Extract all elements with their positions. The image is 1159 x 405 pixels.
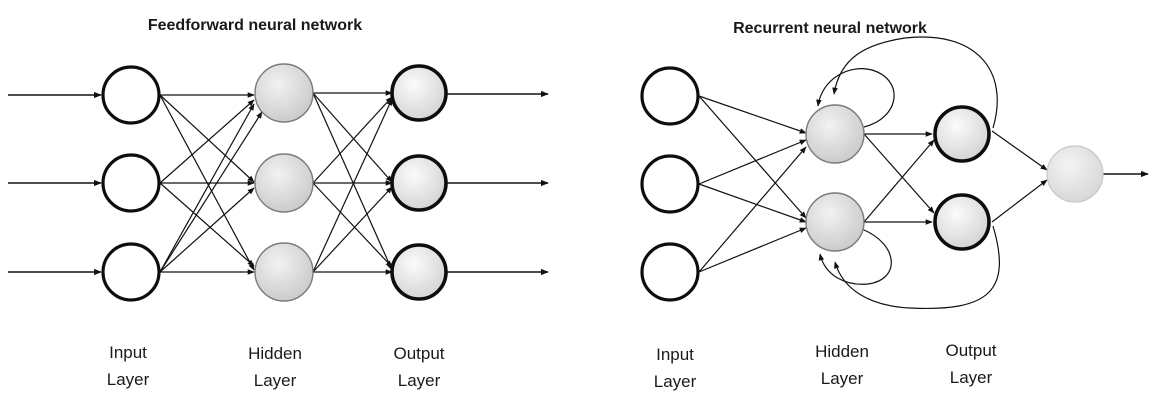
rnn-hidden-output-edges <box>863 131 935 225</box>
rnn-loop-output-top-to-hidden <box>832 36 998 129</box>
ff-edge <box>159 103 255 273</box>
ff-hidden-label-line2: Layer <box>254 371 297 390</box>
rnn-edge <box>863 133 935 214</box>
rnn-edge <box>698 183 807 223</box>
ff-output-node-2 <box>390 154 448 212</box>
ff-external-outputs <box>447 90 549 276</box>
ff-edge <box>159 111 263 273</box>
ff-edge <box>312 98 393 273</box>
recurrent-network: Recurrent neural network <box>640 20 1149 391</box>
rnn-hidden-node-1 <box>805 104 865 164</box>
ff-hidden-node-1 <box>254 63 314 123</box>
ff-external-inputs <box>8 91 102 276</box>
ff-edge <box>312 96 393 184</box>
rnn-output-node-1 <box>933 105 991 163</box>
ff-hidden-layer <box>254 63 314 302</box>
rnn-edge <box>863 139 935 223</box>
recurrent-title: Recurrent neural network <box>733 20 927 37</box>
rnn-edge <box>698 227 807 273</box>
rnn-edge <box>991 179 1048 223</box>
feedforward-title: Feedforward neural network <box>148 17 362 34</box>
ff-edge <box>159 182 255 267</box>
rnn-input-node-2 <box>640 154 700 214</box>
rnn-hidden-node-2 <box>805 192 865 252</box>
rnn-edge <box>698 146 807 273</box>
rnn-input-hidden-edges <box>698 95 807 273</box>
rnn-hidden-layer <box>805 104 865 252</box>
rnn-output-final-edges <box>991 130 1149 223</box>
rnn-hidden-label-line1: Hidden <box>815 342 869 361</box>
ff-edge <box>312 92 393 183</box>
rnn-layer-labels: Input Layer Hidden Layer Output Layer <box>654 341 997 391</box>
ff-input-node-1 <box>101 65 161 125</box>
ff-input-label-line2: Layer <box>107 370 150 389</box>
ff-input-layer <box>101 65 161 302</box>
rnn-edge <box>698 95 807 219</box>
rnn-loop-hidden-top-self <box>816 68 895 128</box>
rnn-edge <box>991 130 1048 171</box>
ff-edge <box>159 99 255 184</box>
rnn-hidden-label-line2: Layer <box>821 369 864 388</box>
ff-edge <box>159 187 255 273</box>
rnn-loop-hidden-bottom-self <box>818 228 892 285</box>
ff-hidden-label-line1: Hidden <box>248 344 302 363</box>
rnn-output-layer <box>933 105 991 251</box>
rnn-output-label-line2: Layer <box>950 368 993 387</box>
rnn-input-node-3 <box>640 242 700 302</box>
ff-edge <box>312 92 393 271</box>
ff-edge <box>312 182 393 268</box>
rnn-input-layer <box>640 66 700 302</box>
rnn-input-label-line1: Input <box>656 345 694 364</box>
rnn-edge <box>698 139 807 185</box>
rnn-input-node-1 <box>640 66 700 126</box>
ff-hidden-node-3 <box>254 242 314 302</box>
ff-hidden-output-edges <box>312 90 393 275</box>
ff-input-hidden-edges <box>159 92 263 275</box>
ff-edge <box>159 94 255 183</box>
ff-input-label-line1: Input <box>109 343 147 362</box>
rnn-loop-output-bottom-to-hidden <box>834 225 1000 310</box>
rnn-final-output-node <box>1046 145 1104 203</box>
ff-input-node-3 <box>101 242 161 302</box>
rnn-output-label-line1: Output <box>945 341 996 360</box>
ff-input-node-2 <box>101 153 161 213</box>
rnn-output-node-2 <box>933 193 991 251</box>
ff-hidden-node-2 <box>254 153 314 213</box>
ff-output-label-line1: Output <box>393 344 444 363</box>
ff-layer-labels: Input Layer Hidden Layer Output Layer <box>107 343 445 390</box>
ff-output-layer <box>390 64 448 301</box>
ff-edge <box>312 186 393 273</box>
rnn-input-label-line2: Layer <box>654 372 697 391</box>
rnn-edge <box>698 95 807 134</box>
feedforward-network: Feedforward neural network <box>8 17 549 390</box>
ff-output-node-1 <box>390 64 448 122</box>
ff-output-label-line2: Layer <box>398 371 441 390</box>
ff-output-node-3 <box>390 243 448 301</box>
rnn-recurrent-loops <box>816 36 1000 310</box>
